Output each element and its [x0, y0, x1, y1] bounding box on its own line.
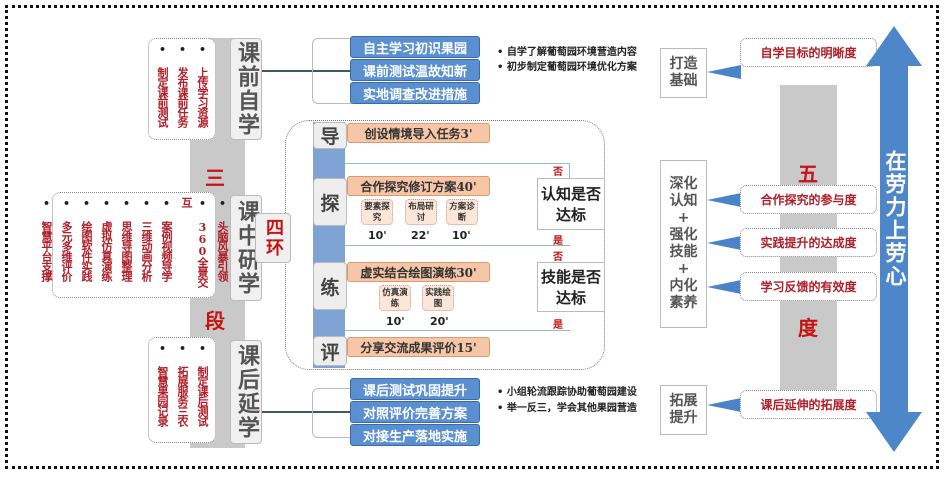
- stage-pre-class: 课前自学: [230, 38, 262, 140]
- post-bullet-text: 举一反三，学会其他果园营造: [506, 403, 637, 414]
- pre-task: 自主学习初识果园: [350, 36, 480, 58]
- yes-label: 是: [553, 320, 563, 331]
- skill-check: 技能是否达标: [537, 262, 605, 312]
- double-arrow-icon: [866, 26, 922, 452]
- note: 上传学习资源: [194, 43, 210, 135]
- ring-guide: 导: [313, 122, 347, 149]
- outcome-text: 深化认知: [669, 176, 698, 209]
- note: 多元多维评价: [58, 197, 74, 293]
- note: 三维动画分析: [138, 197, 154, 293]
- note: 360全景交互: [178, 197, 210, 293]
- degree-item: 学习反馈的有效度: [740, 272, 877, 301]
- ring-explore: 探: [313, 178, 347, 226]
- note: 制定课前测试: [154, 43, 170, 135]
- pre-bullet: • 初步制定葡萄园环境优化方案: [497, 62, 637, 73]
- note: 制定课后测试: [194, 342, 210, 438]
- note: 拓展服务三农: [174, 342, 190, 438]
- pointer: [707, 193, 741, 207]
- explore-step: 要素探究: [361, 199, 393, 225]
- outcome-text: 内化素养: [669, 278, 698, 311]
- pointer: [707, 65, 741, 79]
- dotted-frame: [5, 5, 939, 469]
- bracket: [312, 388, 352, 438]
- pre-bullet: • 自学了解葡萄园环境营造内容: [497, 47, 637, 58]
- pre-bullet-text: 自学了解葡萄园环境营造内容: [506, 47, 637, 58]
- ring-practice: 练: [313, 262, 347, 310]
- task-evaluate: 分享交流成果评价15': [347, 337, 490, 357]
- pointer: [707, 236, 741, 250]
- ring-strip: [313, 122, 345, 368]
- post-task: 课后测试巩固提升: [350, 378, 480, 400]
- note: 案例视频导学: [158, 197, 174, 293]
- outcome-deepen: 深化认知+强化技能+内化素养: [660, 160, 707, 328]
- plus: +: [677, 261, 690, 277]
- note: 智慧果园记录: [154, 342, 170, 438]
- arrow-text: 在劳力上劳心: [883, 150, 907, 288]
- pre-bullet-text: 初步制定葡萄园环境优化方案: [506, 62, 637, 73]
- plus: +: [677, 210, 690, 226]
- post-class-notes: 制定课后测试拓展服务三农智慧果园记录: [148, 337, 216, 443]
- degree-item: 自学目标的明晰度: [740, 38, 877, 67]
- feedback-line: [345, 330, 570, 331]
- note: 发布课前任务: [174, 43, 190, 135]
- degrees-label: 度: [798, 316, 818, 340]
- step-time: 20': [430, 315, 449, 328]
- post-bullet: • 举一反三，学会其他果园营造: [497, 403, 637, 414]
- note: 虚拟仿真演练: [98, 197, 114, 293]
- feedback-line: [345, 245, 570, 246]
- step-time: 22': [411, 229, 430, 242]
- outcome-extend: 拓展提升: [660, 385, 707, 435]
- post-bullet-text: 小组轮流跟踪协助葡萄园建设: [506, 387, 637, 398]
- stage-post-class: 课后延学: [230, 340, 262, 444]
- connector: [262, 70, 350, 72]
- no-label: 否: [553, 252, 563, 263]
- bracket: [312, 38, 352, 104]
- degree-item: 实践提升的达成度: [740, 228, 877, 257]
- task-guide: 创设情境导入任务3': [347, 123, 490, 143]
- pre-task: 课前测试温故知新: [350, 59, 480, 81]
- ring-evaluate: 评: [313, 336, 347, 366]
- outcome-text: 拓展提升: [669, 393, 698, 426]
- pointer: [707, 280, 741, 294]
- yes-label: 是: [553, 236, 563, 247]
- note: 智慧平台支撑: [38, 197, 54, 293]
- cognition-check: 认知是否达标: [537, 178, 605, 230]
- pre-task: 实地调查改进措施: [350, 82, 480, 104]
- note: 绘图软件实践: [78, 197, 94, 293]
- post-task: 对接生产落地实施: [350, 424, 480, 446]
- connector: [262, 411, 350, 413]
- stage-in-class: 课中研学: [230, 195, 262, 301]
- degree-item: 合作探究的参与度: [740, 185, 877, 214]
- post-bullet: • 小组轮流跟踪协助葡萄园建设: [497, 387, 637, 398]
- outcome-text: 强化技能: [669, 227, 698, 260]
- no-label: 否: [553, 167, 563, 178]
- in-class-notes: 头脑风暴引领360全景交互案例视频导学三维动画分析思维导图整理虚拟仿真演练绘图软…: [40, 192, 229, 298]
- practice-step: 实践绘图: [422, 285, 454, 311]
- outcome-foundation: 打造基础: [660, 48, 707, 98]
- step-time: 10': [368, 229, 387, 242]
- degree-item: 课后延伸的拓展度: [740, 390, 877, 419]
- practice-step: 仿真演练: [379, 285, 411, 311]
- outcome-text: 打造基础: [669, 56, 698, 89]
- step-time: 10': [386, 315, 405, 328]
- five-label: 五: [798, 162, 818, 186]
- note: 思维导图整理: [118, 197, 134, 293]
- pointer: [707, 398, 741, 412]
- four-rings-label: 四环: [255, 213, 291, 263]
- pre-class-notes: 上传学习资源发布课前任务制定课前测试: [148, 38, 216, 140]
- three-label: 三: [205, 166, 225, 190]
- explore-step: 布局研讨: [405, 199, 437, 225]
- task-practice: 虚实结合绘图演练30': [347, 262, 490, 282]
- step-time: 10': [452, 229, 471, 242]
- stages-label: 段: [205, 309, 225, 333]
- explore-step: 方案诊断: [446, 199, 478, 225]
- note: 头脑风暴引领: [214, 197, 230, 293]
- task-explore: 合作探究修订方案40': [347, 176, 490, 196]
- post-task: 对照评价完善方案: [350, 401, 480, 423]
